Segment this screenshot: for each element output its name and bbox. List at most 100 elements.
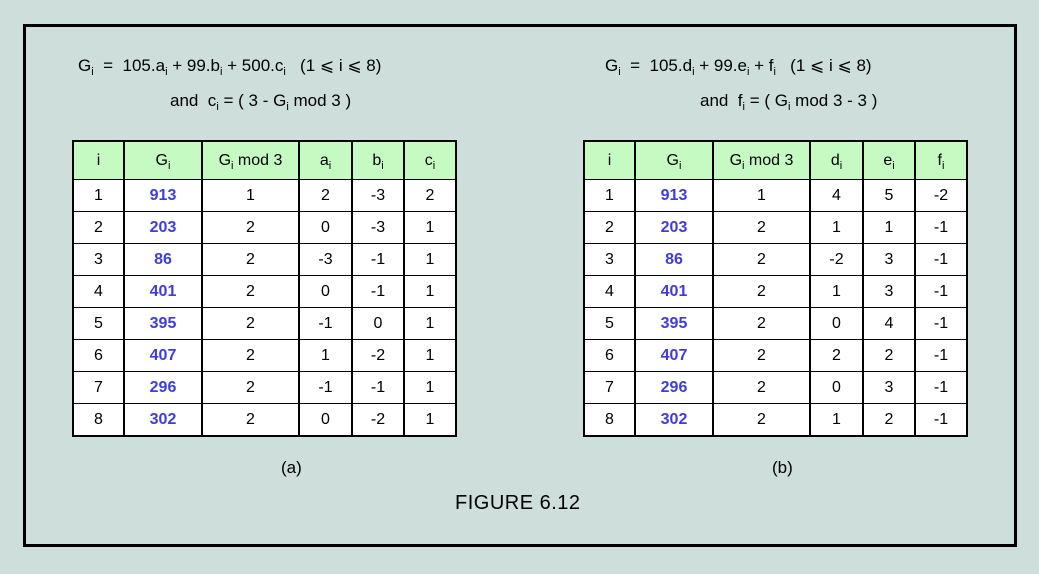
value-cell: 0	[809, 307, 863, 340]
value-cell: -1	[914, 403, 967, 436]
value-cell: 7	[583, 371, 635, 404]
value-cell: 8	[583, 403, 635, 436]
g-value-cell: 407	[123, 339, 202, 372]
value-cell: 7	[72, 371, 124, 404]
value-cell: 1	[403, 275, 456, 308]
value-cell: 8	[72, 403, 124, 436]
value-cell: 5	[72, 307, 124, 340]
value-cell: 0	[298, 403, 352, 436]
g-value-cell: 203	[123, 211, 202, 244]
value-cell: -1	[351, 275, 404, 308]
g-value-cell: 395	[123, 307, 202, 340]
value-cell: 2	[72, 211, 124, 244]
value-cell: -1	[914, 307, 967, 340]
formula-b-line2: and fi = ( Gi mod 3 - 3 )	[700, 91, 878, 113]
value-cell: 1	[403, 403, 456, 436]
column-header: di	[809, 140, 863, 180]
g-value-cell: 86	[123, 243, 202, 276]
value-cell: 3	[862, 275, 915, 308]
value-cell: -1	[914, 275, 967, 308]
value-cell: 2	[201, 403, 299, 436]
value-cell: -1	[914, 211, 967, 244]
value-cell: -3	[351, 211, 404, 244]
value-cell: 2	[403, 179, 456, 212]
value-cell: 5	[583, 307, 635, 340]
g-value-cell: 302	[123, 403, 202, 436]
border-frame	[23, 24, 1017, 547]
g-value-cell: 395	[634, 307, 713, 340]
value-cell: 2	[201, 371, 299, 404]
g-value-cell: 401	[123, 275, 202, 308]
value-cell: -2	[351, 339, 404, 372]
value-cell: 2	[862, 403, 915, 436]
value-cell: 1	[403, 211, 456, 244]
column-header: ai	[298, 140, 352, 180]
column-header: Gi	[634, 140, 713, 180]
formula-a-line2: and ci = ( 3 - Gi mod 3 )	[170, 91, 352, 113]
value-cell: 2	[201, 211, 299, 244]
value-cell: 1	[809, 211, 863, 244]
value-cell: 5	[862, 179, 915, 212]
value-cell: 2	[712, 371, 810, 404]
value-cell: 0	[298, 211, 352, 244]
value-cell: 4	[809, 179, 863, 212]
g-value-cell: 407	[634, 339, 713, 372]
value-cell: 2	[201, 275, 299, 308]
value-cell: 1	[712, 179, 810, 212]
figure-caption: FIGURE 6.12	[455, 492, 581, 514]
value-cell: 4	[862, 307, 915, 340]
column-header: Gi	[123, 140, 202, 180]
value-cell: 2	[712, 275, 810, 308]
value-cell: 1	[403, 371, 456, 404]
value-cell: 2	[712, 339, 810, 372]
value-cell: 0	[298, 275, 352, 308]
value-cell: -2	[809, 243, 863, 276]
value-cell: -1	[351, 371, 404, 404]
value-cell: 1	[403, 307, 456, 340]
value-cell: 0	[809, 371, 863, 404]
value-cell: -3	[298, 243, 352, 276]
value-cell: 1	[809, 275, 863, 308]
formula-b-line1: Gi = 105.di + 99.ei + fi (1 ⩽ i ⩽ 8)	[605, 56, 872, 78]
value-cell: 1	[403, 339, 456, 372]
value-cell: 2	[298, 179, 352, 212]
value-cell: 3	[862, 371, 915, 404]
value-cell: -1	[298, 307, 352, 340]
value-cell: 2	[201, 243, 299, 276]
panel-a-label: (a)	[281, 458, 302, 477]
value-cell: 2	[862, 339, 915, 372]
value-cell: 6	[72, 339, 124, 372]
column-header: Gi mod 3	[201, 140, 299, 180]
column-header: Gi mod 3	[712, 140, 810, 180]
column-header: i	[72, 140, 124, 180]
column-header: bi	[351, 140, 404, 180]
value-cell: 3	[583, 243, 635, 276]
value-cell: -2	[914, 179, 967, 212]
value-cell: -1	[298, 371, 352, 404]
value-cell: -1	[914, 339, 967, 372]
value-cell: -3	[351, 179, 404, 212]
value-cell: 3	[862, 243, 915, 276]
column-header: ci	[403, 140, 456, 180]
value-cell: 2	[583, 211, 635, 244]
value-cell: 1	[809, 403, 863, 436]
value-cell: 2	[712, 211, 810, 244]
value-cell: 1	[862, 211, 915, 244]
value-cell: 2	[712, 307, 810, 340]
g-value-cell: 86	[634, 243, 713, 276]
value-cell: 2	[712, 243, 810, 276]
